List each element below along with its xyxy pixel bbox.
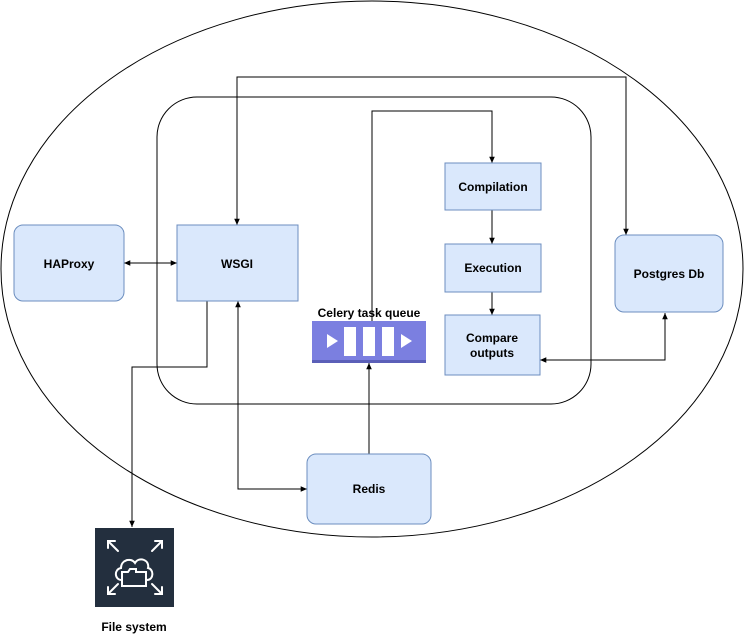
edge-compare-postgres (540, 313, 668, 363)
queue-icon (312, 321, 426, 363)
compilation-node: Compilation (444, 162, 542, 211)
postgres-node: Postgres Db (614, 234, 724, 313)
outer-boundary (0, 0, 744, 538)
execution-label: Execution (464, 261, 521, 275)
filesystem-label: File system (101, 620, 166, 634)
folder-cloud-icon (95, 528, 174, 607)
wsgi-label: WSGI (221, 257, 253, 271)
celery-label: Celery task queue (318, 306, 421, 320)
haproxy-label: HAProxy (44, 257, 95, 271)
celery-queue: Celery task queue (312, 306, 426, 363)
edge-wsgi-filesystem (129, 301, 208, 527)
compare-outputs-node: Compare outputs (444, 314, 541, 376)
edge-wsgi-redis (235, 301, 307, 492)
edge-celery-compilation (371, 110, 495, 349)
app-container (156, 96, 592, 405)
compare-label-line1: Compare (466, 331, 518, 345)
redis-node: Redis (306, 453, 432, 525)
compare-label-line2: outputs (470, 346, 514, 360)
haproxy-node: HAProxy (13, 224, 125, 302)
execution-node: Execution (444, 243, 542, 293)
postgres-label: Postgres Db (634, 267, 705, 281)
wsgi-node: WSGI (176, 224, 299, 302)
redis-label: Redis (353, 482, 386, 496)
compilation-label: Compilation (458, 180, 527, 194)
filesystem-node: File system (95, 528, 174, 634)
edge-wsgi-postgres (234, 76, 629, 235)
